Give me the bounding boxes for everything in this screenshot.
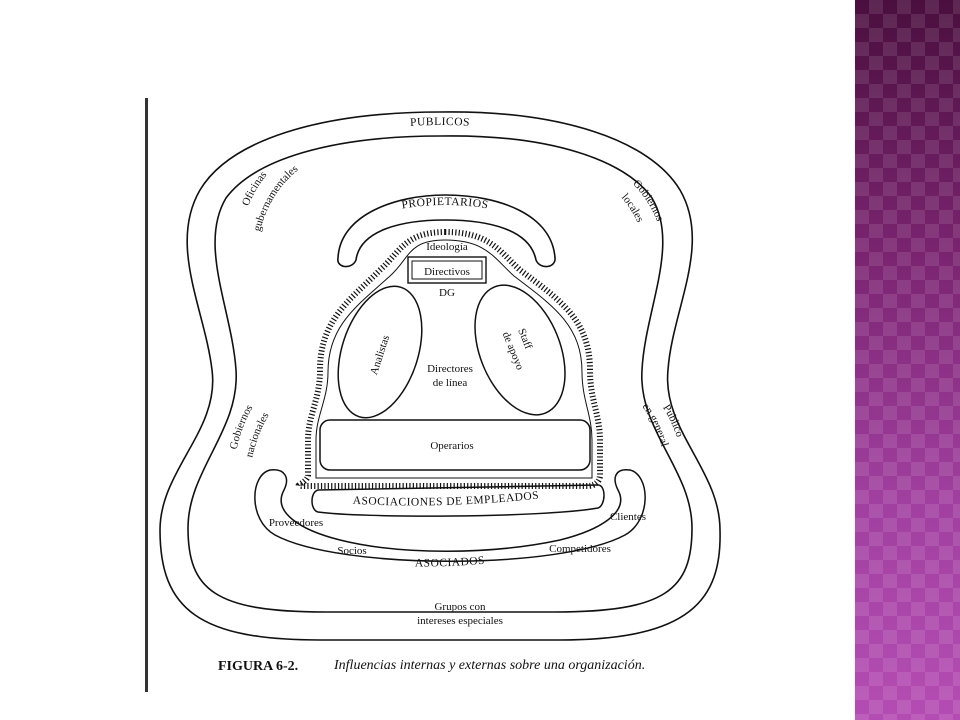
asociados-label: ASOCIADOS [415, 555, 486, 570]
propietarios-band [337, 194, 556, 268]
asociaciones-label: ASOCIACIONES DE EMPLEADOS [352, 490, 539, 509]
publicos-outer-ring [159, 111, 721, 641]
scan-edge-line [145, 98, 148, 692]
operarios-label: Operarios [430, 440, 473, 452]
analistas-label: Analistas [368, 334, 392, 377]
proveedores-label: Proveedores [269, 517, 323, 529]
organization-inner-line [315, 239, 593, 479]
grupos-label-2: intereses especiales [417, 615, 503, 627]
competidores-label: Competidores [549, 543, 611, 555]
directivos-box [407, 256, 487, 284]
dg-label: DG [439, 287, 455, 299]
slide-content-area [0, 0, 855, 720]
socios-label: Socios [337, 545, 366, 557]
clientes-label: Clientes [610, 511, 646, 523]
publicos-label: PUBLICOS [410, 116, 471, 129]
grupos-label-1: Grupos con [434, 601, 486, 613]
operarios-box [319, 419, 591, 471]
organization-hatched-border [295, 228, 603, 489]
ideologia-label: Ideología [426, 241, 468, 253]
asociaciones-band [311, 484, 605, 517]
directores-label-2: de línea [433, 377, 468, 389]
publicos-inner-ring [187, 135, 693, 613]
oficinas-label-2: gubernamentales [251, 163, 300, 233]
directivos-label: Directivos [424, 266, 470, 278]
directores-label-1: Directores [427, 363, 473, 375]
propietarios-label: PROPIETARIOS [401, 196, 490, 212]
decorative-side-panel [855, 0, 960, 720]
figure-number: FIGURA 6-2. [218, 659, 298, 674]
organization-influences-diagram: PUBLICOS PROPIETARIOS Oficinas gubername… [159, 111, 721, 674]
staff-ellipse [474, 284, 566, 416]
asociados-band [254, 469, 646, 562]
analistas-ellipse [337, 285, 423, 419]
figure-caption: Influencias internas y externas sobre un… [333, 658, 645, 673]
